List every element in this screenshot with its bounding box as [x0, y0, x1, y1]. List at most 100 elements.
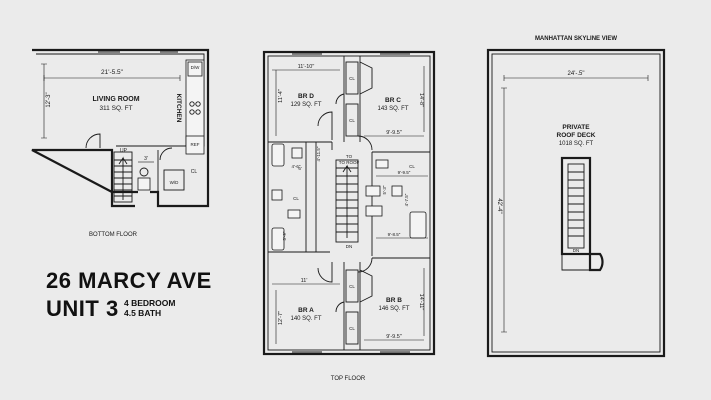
bath-dim: 6' [298, 166, 302, 171]
bath-dim: 4'-11.5" [316, 146, 321, 161]
stove-burner [195, 109, 201, 115]
stove-burner [189, 109, 195, 115]
closet-label: CL [349, 76, 355, 81]
bedroom-c-height: 14'-8" [418, 93, 424, 107]
door-swing [85, 133, 101, 149]
bedroom-c-label: BR C [385, 97, 401, 104]
top-floor-inner-walls [267, 55, 431, 351]
roof-inner-wall [491, 53, 661, 353]
closet [345, 269, 359, 303]
bedroom-d-height: 11'-4" [278, 89, 284, 103]
roof-stair [567, 163, 585, 249]
roof-deck-area: 1018 SQ. FT [559, 141, 594, 147]
door-swing [317, 262, 333, 283]
bedroom-d-width: 11'-10" [298, 64, 315, 70]
bathtub [271, 143, 285, 167]
sink [271, 189, 283, 201]
sink [391, 185, 403, 197]
unit-heading: UNIT 3 [46, 296, 119, 321]
roof-stair-down-label: DN [573, 248, 580, 253]
stove-burner [189, 101, 195, 107]
washer-dryer-label: W/D [170, 180, 179, 185]
bath-dim: 9'-8.5" [388, 232, 401, 237]
living-room-width: 21'-5.5" [101, 69, 124, 76]
top-floor-plan: BR D 129 SQ. FT 11'-10" 11'-4" BR C 143 … [262, 50, 436, 382]
bottom-floor-outer-walls [31, 48, 210, 208]
stair-up-label: UP [120, 148, 128, 154]
bedroom-d-area: 129 SQ. FT [290, 102, 321, 108]
door-swing [357, 135, 373, 151]
toilet [291, 147, 303, 159]
door-swing [159, 147, 173, 161]
closet-label: CL [409, 164, 415, 169]
small-dim: 3' [144, 156, 148, 162]
bathtub [271, 227, 285, 251]
living-room-height: 12'-3" [46, 92, 52, 107]
bottom-floor-label: BOTTOM FLOOR [89, 232, 138, 238]
bath-dim: 5'-9" [282, 231, 287, 240]
bath-dim: 4'-7.5" [404, 193, 409, 206]
bath-dim: 9'-9.5" [398, 170, 411, 175]
bedroom-b-width: 9'-9.5" [386, 334, 402, 340]
sink [139, 167, 149, 177]
closet [345, 61, 359, 95]
roof-width-dim: 24'-.5" [568, 71, 585, 77]
dishwasher-label: D/W [191, 65, 201, 70]
bedroom-b-area: 146 SQ. FT [378, 306, 409, 312]
bedroom-count: 4 BEDROOM [124, 298, 176, 308]
roof-height-dim: 42'-4" [496, 198, 502, 213]
bedroom-b-height: 14'-11" [418, 294, 424, 311]
roof-stair-enclosure [560, 156, 592, 256]
closet-label: CL [349, 284, 355, 289]
toilet [287, 209, 301, 219]
closet [345, 311, 359, 345]
sink [365, 185, 381, 197]
dishwasher [187, 61, 203, 77]
bedroom-a-width: 11' [301, 278, 308, 284]
door-swing [317, 111, 333, 140]
roof-landing [588, 252, 604, 272]
stair-down-label: DN [346, 244, 353, 249]
refrigerator [185, 135, 205, 155]
address-heading: 26 MARCY AVE [46, 268, 212, 293]
living-room-label: LIVING ROOM [92, 96, 139, 103]
top-floor-stair [335, 159, 359, 243]
closet-label: CL [191, 169, 198, 175]
closet-doors [359, 61, 373, 303]
bath-dim: 5'-3" [382, 185, 387, 194]
sink [365, 205, 383, 217]
bedroom-a-height: 12'-7" [278, 311, 284, 325]
door-swing [357, 257, 373, 273]
bedroom-b-label: BR B [386, 297, 402, 304]
stair-arrow [342, 164, 352, 238]
to-roof-label: TO ROOF [339, 160, 360, 165]
refrigerator-label: REF [191, 142, 200, 147]
roof-outer-wall [486, 48, 666, 358]
closet-label: CL [349, 326, 355, 331]
roof-deck-plan: MANHATTAN SKYLINE VIEW 24'-.5" 42'-4" PR… [486, 36, 666, 358]
toilet [137, 177, 151, 191]
living-room-area: 311 SQ. FT [99, 105, 132, 112]
closet-label: CL [349, 118, 355, 123]
top-floor-outer-walls [262, 50, 436, 356]
washer-dryer [163, 169, 185, 191]
kitchen-label: KITCHEN [175, 94, 182, 123]
to-roof-label-1: TO [346, 154, 353, 159]
roof-deck-label-line2: ROOF DECK [557, 132, 596, 139]
bath-count: 4.5 BATH [124, 308, 162, 318]
closet-label: CL [293, 196, 299, 201]
bedroom-c-width: 9'-9.5" [386, 130, 402, 136]
toilet [375, 159, 389, 169]
bedroom-a-label: BR A [298, 307, 314, 314]
top-floor-label: TOP FLOOR [331, 376, 366, 382]
bath-dim: 4'-6" [292, 164, 301, 169]
bottom-stair [113, 151, 133, 203]
bottom-floor-plan: 21'-5.5" 12'-3" LIVING ROOM 311 SQ. FT K… [31, 48, 210, 238]
bedroom-a-area: 140 SQ. FT [290, 316, 321, 322]
roof-deck-label-line1: PRIVATE [562, 124, 590, 131]
stair-arrow [118, 156, 128, 200]
closet [345, 103, 359, 137]
bedroom-c-area: 143 SQ. FT [377, 106, 408, 112]
stove-burner [195, 101, 201, 107]
